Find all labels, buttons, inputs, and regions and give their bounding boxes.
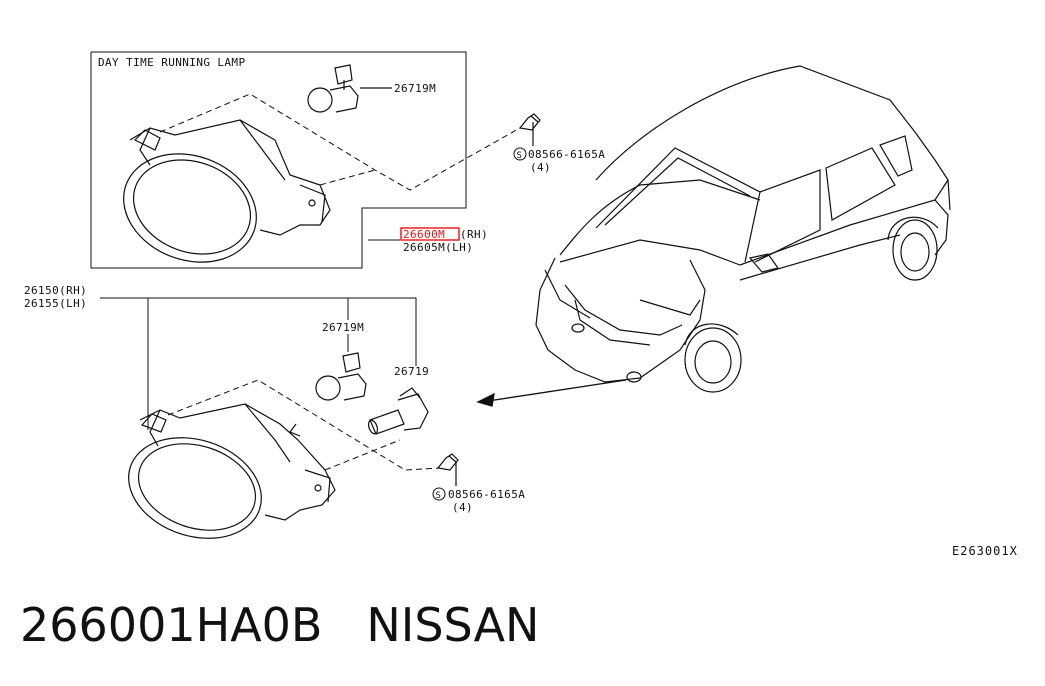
- label-fog-lh: 26155(LH): [24, 297, 87, 310]
- bolt-bottom-s-icon: S: [432, 487, 446, 501]
- drl-frame: [90, 51, 467, 269]
- drl-box-title: DAY TIME RUNNING LAMP: [98, 56, 245, 69]
- label-bolt-bottom-qty: (4): [452, 501, 473, 514]
- part-caption: 266001HA0B NISSAN: [20, 598, 539, 652]
- caption-part-number: 266001HA0B: [20, 598, 323, 652]
- svg-text:S: S: [436, 491, 442, 501]
- fog-bulb-26719m-illustration: [315, 352, 367, 401]
- label-fog-rh: 26150(RH): [24, 284, 87, 297]
- label-bolt-bottom-code: 08566-6165A: [448, 488, 525, 501]
- label-bolt-top-code: 08566-6165A: [528, 148, 605, 161]
- drl-rh-highlight-box: [400, 227, 460, 241]
- bolt-top-illustration: [518, 113, 541, 146]
- fog-bracket-lines: [100, 297, 417, 430]
- label-drl-rh-side: (RH): [460, 228, 488, 241]
- caption-brand: NISSAN: [366, 598, 540, 652]
- fog-bulb-26719-illustration: [367, 387, 429, 435]
- fog-dashed-guides: [167, 379, 441, 471]
- fog-lamp-illustration: [128, 403, 336, 539]
- arrow-car-to-lamp: [476, 379, 627, 407]
- bolt-top-s-icon: S: [513, 147, 527, 161]
- label-bulb-bottom: 26719M: [322, 321, 364, 334]
- diagram-reference-code: E263001X: [952, 544, 1018, 558]
- drl-dashed-guides: [159, 93, 521, 191]
- drl-bulb-illustration: [307, 64, 392, 113]
- car-illustration: [535, 65, 951, 393]
- bolt-bottom-illustration: [436, 453, 459, 486]
- drl-lamp-illustration: [123, 119, 331, 263]
- label-drl-rh: 26600M: [403, 228, 445, 241]
- label-bolt-top-qty: (4): [530, 161, 551, 174]
- label-bulb-top: 26719M: [394, 82, 436, 95]
- label-drl-lh: 26605M(LH): [403, 241, 473, 254]
- label-bulb-h11: 26719: [394, 365, 429, 378]
- svg-text:S: S: [517, 151, 523, 161]
